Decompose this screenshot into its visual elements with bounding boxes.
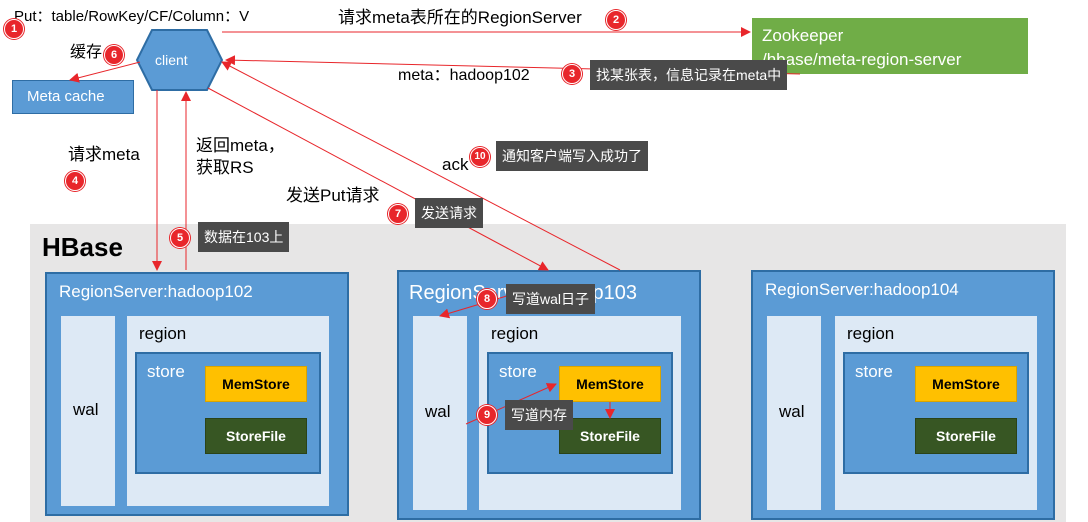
meta-cache-box: Meta cache: [12, 80, 134, 114]
zookeeper-box: Zookeeper /hbase/meta-region-server: [752, 18, 1028, 74]
tip-write-memory: 写道内存: [505, 400, 573, 430]
arrow-cache: [69, 61, 141, 83]
storefile: StoreFile: [915, 418, 1017, 454]
region-label: region: [491, 324, 539, 343]
memstore: MemStore: [205, 366, 307, 402]
step-badge-4: 4: [65, 171, 85, 191]
put-label: Put：table/RowKey/CF/Column：V: [14, 8, 250, 25]
get-rs-label: 获取RS: [196, 158, 254, 177]
region-server-title: RegionServer:hadoop104: [765, 280, 959, 299]
step-badge-10: 10: [470, 147, 490, 167]
step-badge-7: 7: [388, 204, 408, 224]
step-badge-3: 3: [562, 64, 582, 84]
storefile: StoreFile: [559, 418, 661, 454]
store-label: store: [147, 362, 185, 381]
wal-label: wal: [425, 402, 451, 421]
region-box: region store MemStore StoreFile: [479, 316, 681, 510]
region-label: region: [847, 324, 895, 343]
client-label[interactable]: client: [155, 52, 188, 68]
ack-label: ack: [442, 155, 469, 174]
request-region-server-label: 请求meta表所在的RegionServer: [338, 8, 582, 27]
memstore: MemStore: [915, 366, 1017, 402]
tip-send-request: 发送请求: [415, 198, 483, 228]
wal-box: wal: [61, 316, 115, 506]
step-badge-1: 1: [4, 19, 24, 39]
zookeeper-title: Zookeeper: [762, 26, 844, 45]
region-server-102: RegionServer:hadoop102 wal region store …: [45, 272, 349, 516]
step-badge-9: 9: [477, 405, 497, 425]
meta-response-label: meta：hadoop102: [398, 67, 530, 84]
store-box: store MemStore StoreFile: [135, 352, 321, 474]
store-label: store: [499, 362, 537, 381]
wal-label: wal: [779, 402, 805, 421]
store-box: store MemStore StoreFile: [843, 352, 1029, 474]
return-meta-label: 返回meta，: [196, 136, 285, 155]
storefile: StoreFile: [205, 418, 307, 454]
send-put-label: 发送Put请求: [286, 186, 380, 205]
tip-find-table: 找某张表，信息记录在meta中: [590, 60, 788, 90]
memstore: MemStore: [559, 366, 661, 402]
region-box: region store MemStore StoreFile: [127, 316, 329, 506]
step-badge-2: 2: [606, 10, 626, 30]
step-badge-5: 5: [170, 228, 190, 248]
meta-cache-label: Meta cache: [27, 88, 105, 105]
wal-box: wal: [413, 316, 467, 510]
region-server-104: RegionServer:hadoop104 wal region store …: [751, 270, 1055, 520]
cache-label: 缓存: [70, 44, 103, 61]
request-meta-label: 请求meta: [68, 145, 140, 164]
tip-notify-client: 通知客户端写入成功了: [496, 141, 648, 171]
tip-write-wal: 写道wal日子: [506, 284, 596, 314]
region-server-title: RegionServer:hadoop102: [59, 282, 253, 301]
hbase-label: HBase: [42, 232, 123, 262]
step-badge-8: 8: [477, 289, 497, 309]
step-badge-6: 6: [104, 45, 124, 65]
wal-box: wal: [767, 316, 821, 510]
wal-label: wal: [73, 400, 99, 419]
region-box: region store MemStore StoreFile: [835, 316, 1037, 510]
store-box: store MemStore StoreFile: [487, 352, 673, 474]
region-label: region: [139, 324, 187, 343]
tip-data-location: 数据在103上: [198, 222, 290, 252]
zookeeper-path: /hbase/meta-region-server: [762, 50, 962, 69]
store-label: store: [855, 362, 893, 381]
